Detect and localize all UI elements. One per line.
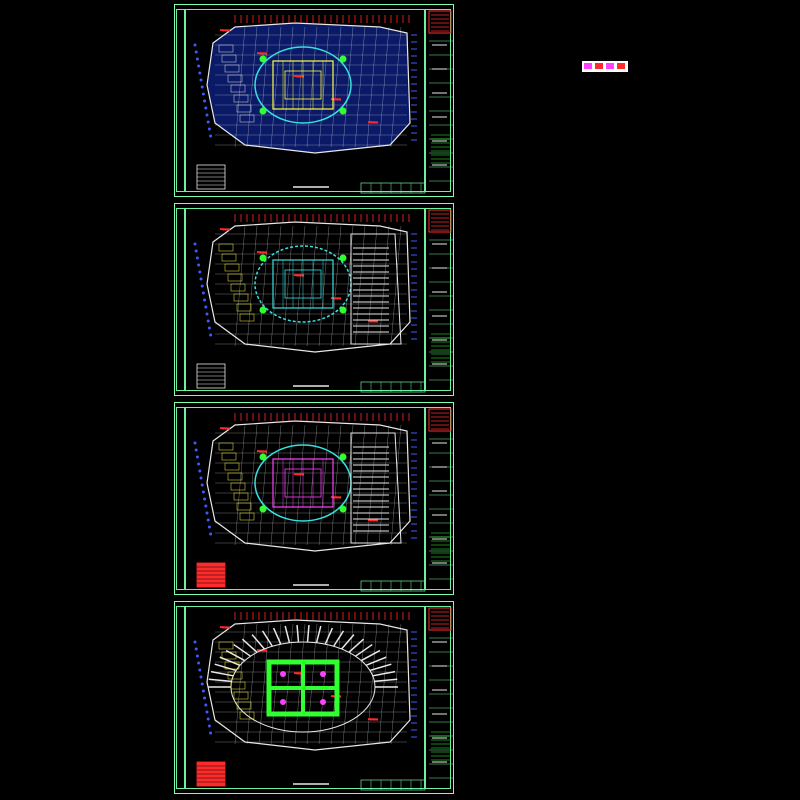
drawing-sheet-1[interactable] xyxy=(174,4,454,197)
sheet-binding-strip xyxy=(176,606,185,789)
floating-legend xyxy=(582,61,628,72)
title-block xyxy=(425,9,451,192)
title-block xyxy=(425,606,451,789)
drawing-sheet-2[interactable] xyxy=(174,203,454,396)
drawing-area xyxy=(185,407,425,590)
drawing-sheet-3[interactable] xyxy=(174,402,454,595)
sheet-binding-strip xyxy=(176,208,185,391)
floor-plan-4 xyxy=(193,607,453,791)
floor-plan-2 xyxy=(193,209,453,393)
floor-plan-1 xyxy=(193,10,453,194)
drawing-area xyxy=(185,9,425,192)
title-block xyxy=(425,407,451,590)
drawing-area xyxy=(185,208,425,391)
title-block xyxy=(425,208,451,391)
drawing-sheet-4[interactable] xyxy=(174,601,454,794)
floor-plan-3 xyxy=(193,408,453,592)
drawing-area xyxy=(185,606,425,789)
sheet-binding-strip xyxy=(176,407,185,590)
sheet-binding-strip xyxy=(176,9,185,192)
